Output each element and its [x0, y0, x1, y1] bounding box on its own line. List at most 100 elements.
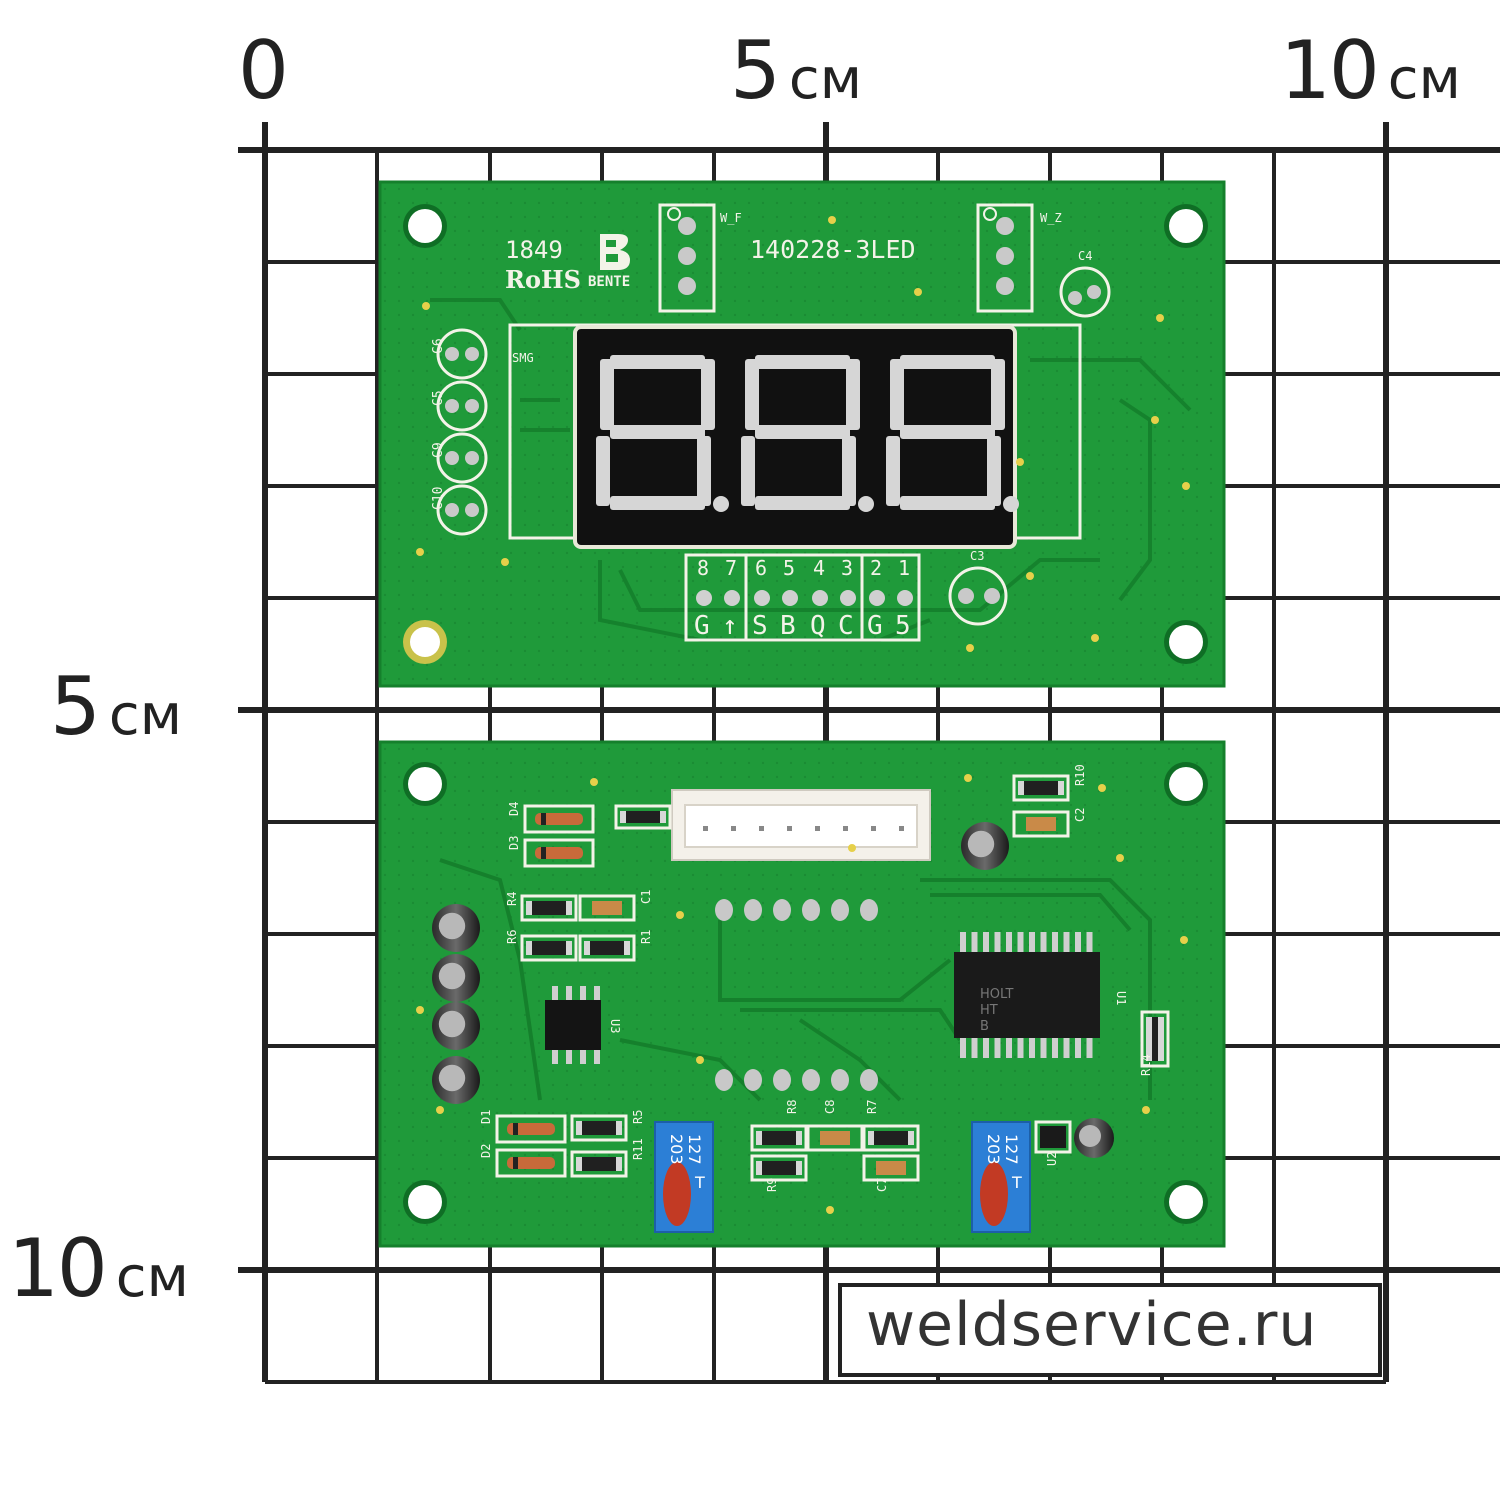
capacitor-footprint — [436, 328, 488, 380]
component-label: R6 — [505, 930, 519, 944]
pin-letter: G — [867, 611, 883, 641]
display-segment — [596, 436, 610, 506]
display-segment — [741, 436, 755, 506]
display-segment — [991, 359, 1005, 430]
u1-label: U1 — [1114, 991, 1128, 1005]
smd-component — [523, 838, 595, 868]
pin-number: 8 — [697, 556, 709, 580]
component-label: R1 — [639, 930, 653, 944]
smd-component — [570, 1150, 628, 1178]
c3-capacitor — [948, 566, 1008, 626]
display-segment — [610, 425, 705, 439]
svg-text:HOLT: HOLT — [980, 987, 1013, 1002]
capacitor-label: C9 — [431, 442, 446, 458]
smd-component — [578, 894, 636, 922]
display-decimal-point — [858, 496, 874, 512]
pin-letter: G — [694, 611, 710, 641]
component-label: R11 — [631, 1138, 645, 1160]
display-segment — [755, 425, 850, 439]
component-label: U2 — [1045, 1152, 1059, 1166]
electrolytic-capacitor — [961, 822, 1009, 870]
pin-pad — [696, 590, 712, 606]
pin-letter: ↑ — [722, 611, 738, 641]
display-segment — [987, 436, 1001, 506]
smd-component — [578, 934, 636, 962]
solder-joint — [831, 899, 849, 921]
smd-component — [862, 1124, 920, 1152]
c3-label: C3 — [970, 549, 984, 563]
watermark: weldservice.ru — [866, 1290, 1318, 1360]
capacitor-label: C6 — [431, 338, 446, 354]
pin-number: 5 — [783, 556, 795, 580]
component-label: R8 — [785, 1100, 799, 1114]
smd-component — [1140, 1010, 1170, 1068]
mounting-hole — [403, 762, 447, 806]
svg-text:127: 127 — [685, 1134, 704, 1165]
component-label: R9 — [765, 1178, 779, 1192]
component-label: R7 — [865, 1100, 879, 1114]
pin-letter: C — [838, 611, 854, 641]
pin-pad — [840, 590, 856, 606]
smd-component — [750, 1124, 808, 1152]
smd-component — [1012, 810, 1070, 838]
svg-text:127: 127 — [1002, 1134, 1021, 1165]
smd-component — [806, 1124, 864, 1152]
component-label: C7 — [875, 1178, 889, 1192]
mounting-hole — [1164, 1180, 1208, 1224]
mounting-hole — [403, 620, 447, 664]
display-segment — [610, 355, 705, 369]
component-label: D1 — [479, 1110, 493, 1124]
solder-joint — [831, 1069, 849, 1091]
display-segment — [610, 496, 705, 510]
c4-label: C4 — [1078, 249, 1092, 263]
capacitor-label: C10 — [431, 487, 446, 510]
display-segment — [846, 359, 860, 430]
rohs-label: RoHS — [505, 265, 581, 294]
c4-capacitor — [1059, 266, 1111, 318]
display-segment — [900, 496, 995, 510]
capacitor-footprint — [436, 380, 488, 432]
smd-component — [570, 1114, 628, 1142]
pin-letter: 5 — [895, 611, 911, 641]
pin-number: 7 — [725, 556, 737, 580]
pin-pad — [812, 590, 828, 606]
display-segment — [890, 359, 904, 430]
display-decimal-point — [1003, 496, 1019, 512]
wf-label: W_F — [720, 211, 742, 225]
smd-component — [495, 1148, 567, 1178]
component-label: R4 — [505, 892, 519, 906]
electrolytic-capacitor — [432, 1002, 480, 1050]
mounting-hole — [1164, 762, 1208, 806]
solder-joint — [860, 899, 878, 921]
pin-number: 4 — [813, 556, 825, 580]
svg-text:203: 203 — [984, 1134, 1003, 1165]
brand-label: BENTE — [588, 274, 630, 290]
svg-text:T: T — [694, 1173, 705, 1192]
capacitor-footprint — [436, 432, 488, 484]
pin-pad — [897, 590, 913, 606]
bente-logo — [600, 234, 630, 270]
smd-component — [750, 1154, 808, 1182]
mounting-hole — [403, 204, 447, 248]
solder-joint — [715, 1069, 733, 1091]
pin-pad — [754, 590, 770, 606]
front-pcb-board: 1849 RoHS BENTE 140228-3LED W_F — [378, 180, 1226, 688]
component-label: D4 — [507, 802, 521, 816]
display-segment — [886, 436, 900, 506]
display-segment — [755, 355, 850, 369]
electrolytic-capacitor — [1074, 1118, 1114, 1158]
pin-pad — [724, 590, 740, 606]
pin-number: 6 — [755, 556, 767, 580]
smd-component — [523, 804, 595, 834]
pin-number: 2 — [870, 556, 882, 580]
display-segment — [842, 436, 856, 506]
u3-label: U3 — [608, 1019, 622, 1033]
solder-joint — [744, 1069, 762, 1091]
